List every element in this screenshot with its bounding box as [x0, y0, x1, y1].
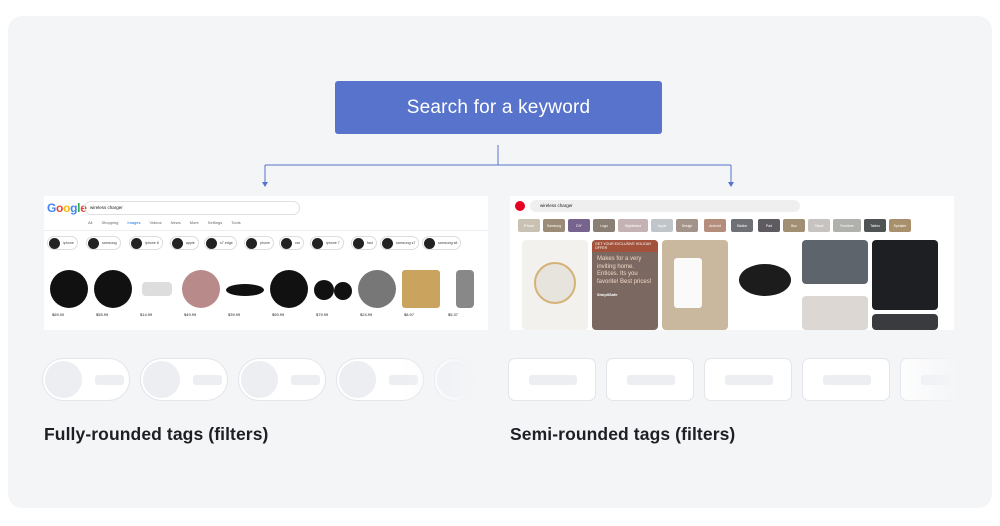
google-search-input: wireless charger [84, 201, 300, 215]
filter-chip: samsung [86, 236, 121, 250]
filter-chip: phone [244, 236, 274, 250]
tag: Stand [808, 219, 830, 232]
pin-image [802, 240, 868, 284]
product-image [402, 270, 440, 310]
tag: Apple [651, 219, 673, 232]
filter-chip: apple [170, 236, 199, 250]
divider [44, 230, 488, 231]
filter-chip: samsung s8 [422, 236, 462, 250]
price: $59.99 [272, 312, 285, 317]
pin-image [872, 240, 938, 310]
price: $55.99 [96, 312, 109, 317]
price: $79.99 [316, 312, 329, 317]
filter-chip: s7 edge [204, 236, 237, 250]
tag: Pad [758, 219, 780, 232]
product-image [182, 270, 220, 310]
tab: More [189, 220, 199, 225]
tag: Samsung [543, 219, 565, 232]
fully-rounded-tag [42, 358, 130, 401]
tab: Tools [231, 220, 241, 225]
price: $49.99 [184, 312, 197, 317]
google-results-screenshot: Google wireless charger All Shopping Image… [44, 196, 488, 330]
fade-overlay [400, 350, 480, 410]
pinterest-results-screenshot: wireless charger iPhone Samsung DIY Logo… [510, 196, 954, 330]
price: $39.99 [228, 312, 241, 317]
price: $5.37 [448, 312, 459, 317]
product-image [138, 270, 176, 310]
semi-rounded-tag [606, 358, 694, 401]
tab: All [88, 220, 93, 225]
product-image [446, 270, 484, 310]
tag: Design [676, 219, 698, 232]
pin-promo: GET YOUR EXCLUSIVE HOLIDAY OFFER Makes f… [592, 240, 658, 330]
branch-connector [262, 145, 734, 187]
pin-image [662, 240, 728, 330]
tag: Tables [864, 219, 886, 232]
product-image [50, 270, 88, 310]
pin-image [802, 296, 868, 330]
tag: Box [783, 219, 805, 232]
google-logo: Google [47, 201, 87, 215]
filter-chip: iphone [47, 236, 78, 250]
product-image [314, 270, 352, 310]
tag: iPhone [518, 219, 540, 232]
tag: Logo [593, 219, 615, 232]
pin-image [732, 240, 798, 330]
filter-chip: car [279, 236, 304, 250]
tab: News [170, 220, 181, 225]
filter-chip: samsung s7 [380, 236, 420, 250]
tab: Videos [149, 220, 162, 225]
fully-rounded-tag [238, 358, 326, 401]
pinterest-search-input: wireless charger [530, 200, 800, 212]
semi-rounded-tag [704, 358, 792, 401]
pin-image [522, 240, 588, 330]
tag: Nightstand [618, 219, 648, 232]
filter-chip: fast [351, 236, 377, 250]
google-tabs: All Shopping Images Videos News More Settings T… [88, 220, 250, 225]
semi-rounded-tag [802, 358, 890, 401]
pinterest-logo-icon [515, 201, 525, 211]
fully-rounded-tag [140, 358, 228, 401]
semi-rounded-tag [508, 358, 596, 401]
search-keyword-node: Search for a keyword [335, 81, 662, 134]
product-image [94, 270, 132, 310]
tab: Settings [207, 220, 223, 225]
price: $69.00 [52, 312, 65, 317]
product-image [270, 270, 308, 310]
tag: Station [731, 219, 753, 232]
fade-overlay [890, 350, 960, 410]
filter-chip: iphone 7 [310, 236, 344, 250]
price: $24.99 [360, 312, 373, 317]
product-image [226, 270, 264, 310]
tag: Speaker [889, 219, 911, 232]
left-caption: Fully-rounded tags (filters) [44, 424, 269, 444]
filter-chip: iphone 8 [129, 236, 163, 250]
price: $8.97 [404, 312, 415, 317]
tag: Android [704, 219, 726, 232]
tab: Shopping [101, 220, 119, 225]
pin-image [872, 314, 938, 330]
tab: Images [127, 220, 141, 225]
product-image [358, 270, 396, 310]
right-caption: Semi-rounded tags (filters) [510, 424, 736, 444]
price: $14.99 [140, 312, 153, 317]
tag: DIY [568, 219, 590, 232]
tag: Furniture [833, 219, 861, 232]
